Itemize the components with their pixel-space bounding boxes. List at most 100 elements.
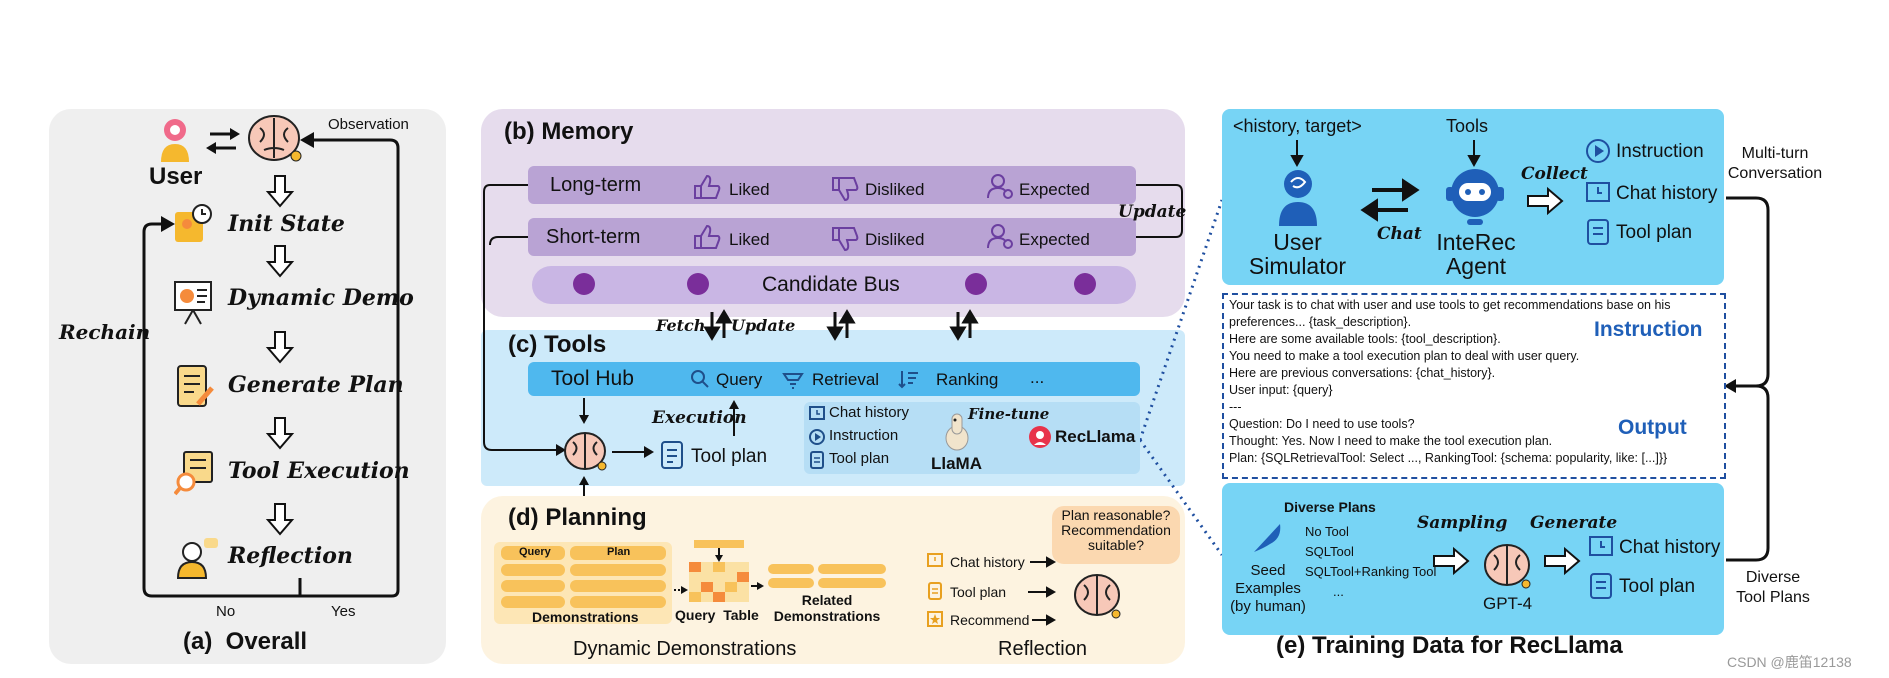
- retrieval-icon: [782, 368, 804, 395]
- tool-execution-icon: [173, 450, 216, 496]
- prompt-line: Thought: Yes. Now I need to make the too…: [1229, 434, 1553, 448]
- user-label: User: [149, 163, 203, 190]
- user-simulator-label: User Simulator: [1248, 229, 1347, 279]
- feather-icon: [1250, 520, 1284, 559]
- document-icon: [808, 451, 826, 474]
- init-state-icon: [173, 204, 213, 246]
- execution-label: Execution: [652, 408, 747, 428]
- reflection-bubble: Plan reasonable? Recommendation suitable…: [1052, 506, 1180, 564]
- prompt-line: Here are some available tools: {tool_des…: [1229, 332, 1501, 346]
- plan-item: SQLTool: [1305, 544, 1354, 559]
- memory-update-label: Update: [1118, 202, 1187, 222]
- brain-icon: [246, 110, 302, 166]
- document-icon: [660, 440, 686, 475]
- prompt-line: User input: {query}: [1229, 383, 1333, 397]
- brain-icon: [562, 428, 608, 474]
- expected-icon: [986, 172, 1014, 205]
- document-icon: [926, 582, 944, 605]
- recllama-label: RecLlama: [1055, 427, 1136, 446]
- multi-turn-label: Multi-turn Conversation: [1727, 145, 1823, 182]
- diverse-plans-label: Diverse Plans: [1284, 499, 1376, 515]
- step-dynamic-demo: Dynamic Demo: [228, 285, 414, 311]
- user-icon: [158, 118, 192, 164]
- plans-list: No Tool SQLTool SQLTool+Ranking Tool ...: [1305, 522, 1436, 602]
- tools-training-box: [804, 402, 1140, 474]
- candidate-bus-label: Candidate Bus: [762, 273, 900, 296]
- more-label: ...: [1030, 368, 1045, 387]
- panel-a-overall: [49, 109, 446, 664]
- tools-label-e: Tools: [1446, 116, 1489, 136]
- interec-agent-label: InteRec Agent: [1436, 229, 1516, 279]
- prompt-line: Plan: {SQLRetrievalTool: Select ..., Ran…: [1229, 451, 1668, 465]
- disliked-label-long: Disliked: [865, 180, 925, 199]
- tools-update-label: Update: [731, 316, 796, 335]
- user-simulator-icon: [1275, 168, 1321, 233]
- instruction-tag: Instruction: [1594, 318, 1703, 341]
- tool-plan-label-e2: Tool plan: [1619, 576, 1696, 597]
- chat-history-icon: [1588, 534, 1614, 565]
- reflection-tool-plan: Tool plan: [950, 584, 1007, 600]
- memory-title: (b) Memory: [504, 118, 634, 145]
- panel-e-caption: (e) Training Data for RecLlama: [1276, 632, 1623, 659]
- demo-header-query: [501, 546, 565, 560]
- demo-header-plan: [570, 546, 666, 560]
- prompt-line: ---: [1229, 400, 1242, 414]
- robot-icon: [1443, 165, 1507, 232]
- plan-item: SQLTool+Ranking Tool: [1305, 564, 1437, 579]
- demo-plan-label: Plan: [607, 546, 631, 558]
- tools-title: (c) Tools: [508, 331, 607, 358]
- demo-row: [570, 580, 666, 592]
- demo-row: [570, 596, 666, 608]
- observation-label: Observation: [328, 116, 409, 133]
- panel-a-caption: (a) Overall: [183, 628, 308, 655]
- step-init-state: Init State: [228, 211, 345, 237]
- rechain-label: Rechain: [59, 320, 151, 344]
- step-tool-execution: Tool Execution: [228, 458, 410, 484]
- prompt-line: Your task is to chat with user and use t…: [1229, 298, 1671, 312]
- fetch-label: Fetch: [656, 316, 706, 335]
- no-label: No: [216, 603, 236, 620]
- expected-label-short: Expected: [1019, 230, 1090, 249]
- document-icon: [1588, 572, 1614, 605]
- step-reflection: Reflection: [228, 543, 353, 569]
- like-icon: [693, 174, 721, 205]
- ranking-label: Ranking: [936, 370, 999, 389]
- demo-row: [501, 596, 565, 608]
- play-icon: [1585, 138, 1611, 169]
- prompt-line: You need to make a tool execution plan t…: [1229, 349, 1580, 363]
- chat-history-icon: [926, 552, 944, 575]
- disliked-label-short: Disliked: [865, 230, 925, 249]
- liked-label-long: Liked: [729, 180, 770, 199]
- plan-item: No Tool: [1305, 524, 1349, 539]
- like-icon: [693, 224, 721, 255]
- chat-history-label-e2: Chat history: [1619, 537, 1721, 558]
- expected-label-long: Expected: [1019, 180, 1090, 199]
- panel-e-bottom: [1222, 483, 1724, 635]
- diverse-tool-plans-label: Diverse Tool Plans: [1736, 569, 1810, 606]
- chat-history-label-c: Chat history: [829, 404, 910, 421]
- instruction-label-e: Instruction: [1616, 141, 1704, 162]
- tool-plan-label: Tool plan: [691, 446, 768, 467]
- demo-query-label: Query: [519, 546, 551, 558]
- dynamic-demonstrations-caption: Dynamic Demonstrations: [573, 638, 797, 660]
- tool-plan-label-e: Tool plan: [1616, 222, 1693, 243]
- search-icon: [689, 368, 711, 395]
- tool-plan-label-c: Tool plan: [829, 450, 890, 467]
- chat-label: Chat: [1377, 224, 1422, 244]
- liked-label-short: Liked: [729, 230, 770, 249]
- gpt4-label: GPT-4: [1483, 594, 1533, 613]
- generate-label: Generate: [1530, 513, 1618, 533]
- seed-examples-label: Seed Examples (by human): [1230, 562, 1306, 615]
- reflection-chat-history: Chat history: [950, 554, 1025, 570]
- demo-row: [501, 580, 565, 592]
- dynamic-demo-icon: [173, 278, 213, 326]
- history-target-label: <history, target>: [1233, 116, 1362, 136]
- plan-item: ...: [1333, 584, 1344, 599]
- instruction-label-c: Instruction: [829, 427, 899, 444]
- output-tag: Output: [1618, 416, 1687, 439]
- play-icon: [808, 428, 826, 451]
